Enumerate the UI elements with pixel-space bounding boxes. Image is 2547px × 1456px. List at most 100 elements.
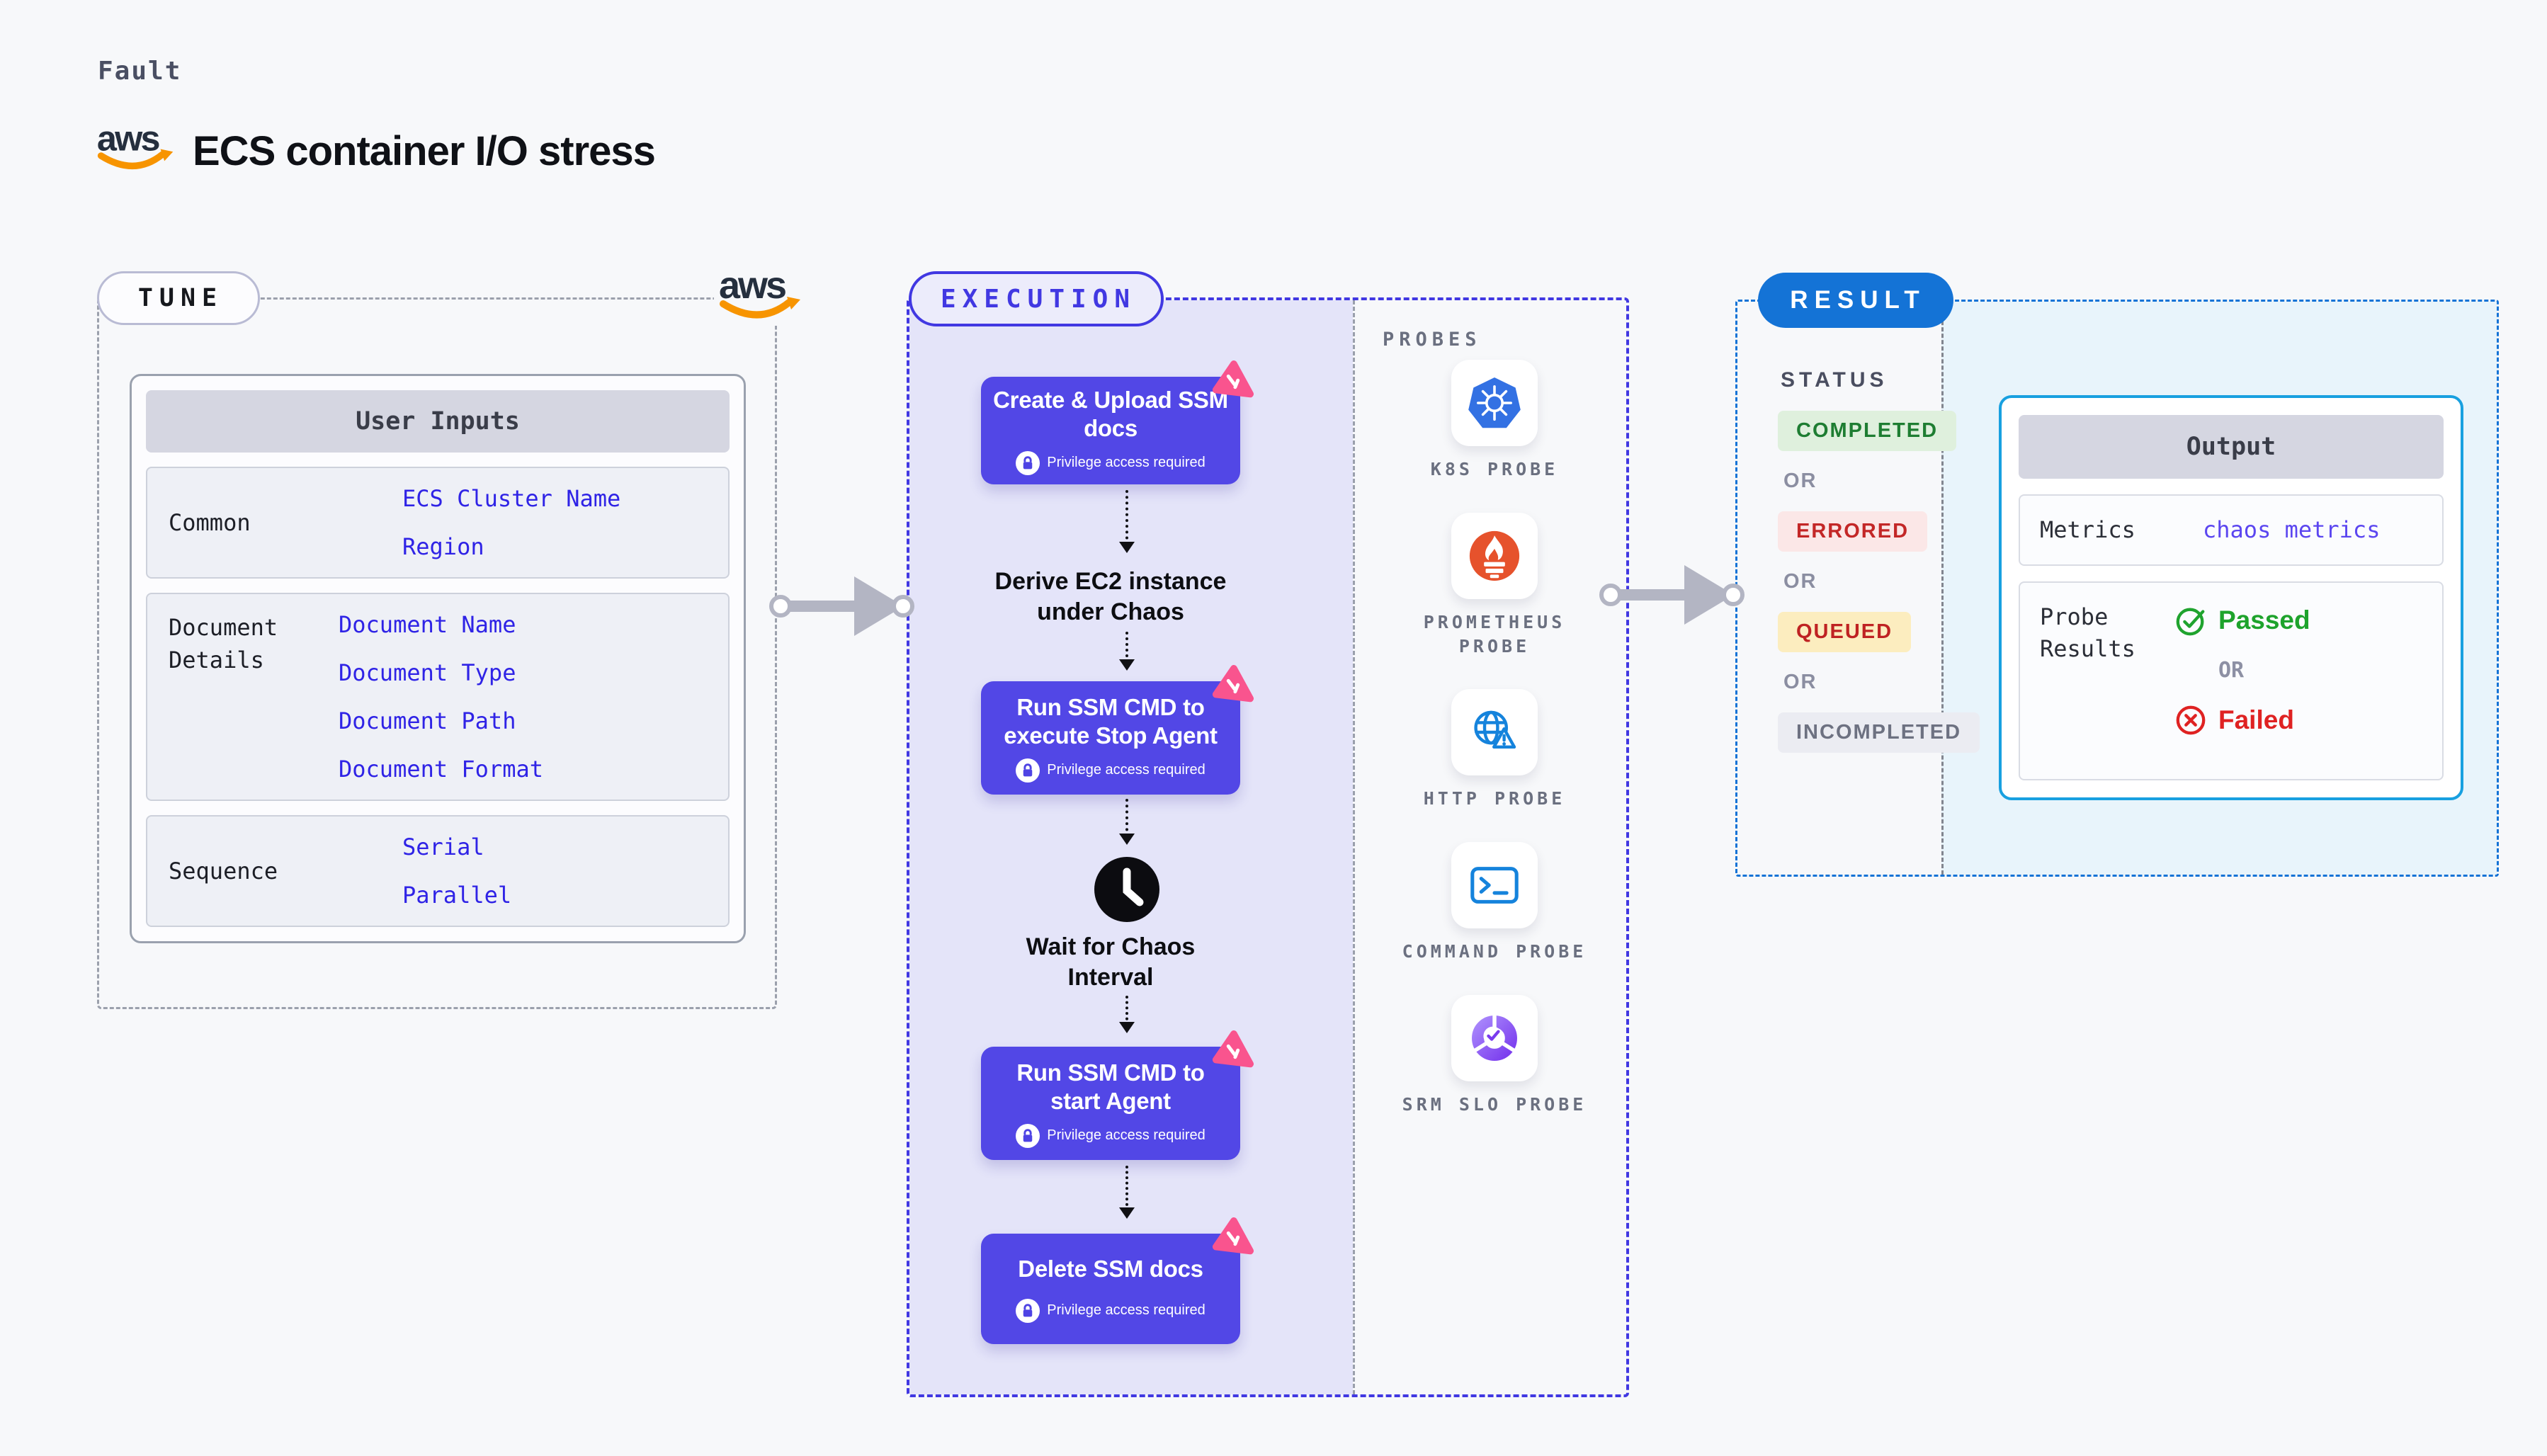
- execution-probes-divider: [1353, 300, 1355, 1394]
- status-label: STATUS: [1781, 368, 1888, 392]
- privilege-badge: Privilege access required: [1016, 1298, 1206, 1323]
- probe-http[interactable]: HTTP PROBE: [1424, 689, 1566, 811]
- or-label: OR: [1783, 470, 1817, 492]
- tune-pill-label: TUNE: [137, 284, 224, 312]
- status-badge-errored: ERRORED: [1778, 511, 1928, 552]
- flow-connector: [1119, 1166, 1135, 1219]
- link-ecs-cluster-name[interactable]: ECS Cluster Name: [402, 485, 621, 512]
- row-label: Document Details: [169, 614, 278, 674]
- flow-connector: [1119, 632, 1135, 671]
- passed-line: Passed: [2174, 604, 2310, 637]
- probe-srm-slo[interactable]: SRM SLO PROBE: [1402, 994, 1587, 1117]
- probe-prometheus[interactable]: PROMETHEUS PROBE: [1395, 512, 1594, 659]
- passed-label: Passed: [2218, 605, 2310, 635]
- step-title: Run SSM CMD to execute Stop Agent: [1004, 694, 1218, 749]
- row-label: Sequence: [169, 857, 278, 885]
- status-badge-queued: QUEUED: [1778, 612, 1912, 652]
- result-pill: RESULT: [1758, 273, 1953, 328]
- lock-icon: [1016, 758, 1040, 783]
- privilege-badge: Privilege access required: [1016, 1123, 1206, 1148]
- aws-corner-logo: aws: [714, 258, 807, 326]
- probe-name: K8S PROBE: [1430, 459, 1559, 479]
- tune-section-border: [97, 297, 777, 1009]
- step-run-ssm-stop-agent[interactable]: Run SSM CMD to execute Stop Agent Privil…: [981, 664, 1254, 795]
- privilege-badge: Privilege access required: [1016, 450, 1206, 475]
- result-divider: [1941, 302, 1944, 875]
- privilege-text: Privilege access required: [1047, 1127, 1206, 1144]
- link-region[interactable]: Region: [402, 533, 484, 560]
- probes-column: K8S PROBE PROMETHEUS PROBE: [1374, 360, 1615, 1117]
- clock-icon: [1093, 855, 1161, 923]
- metrics-value[interactable]: chaos metrics: [2203, 516, 2381, 544]
- flow-connector: [1119, 490, 1135, 553]
- fault-kicker: Fault: [98, 57, 182, 86]
- step-derive-ec2-text: Derive EC2 instance under Chaos: [994, 568, 1227, 625]
- link-document-format[interactable]: Document Format: [339, 756, 543, 783]
- metrics-row: Metrics chaos metrics: [2019, 494, 2444, 566]
- or-label: OR: [2218, 657, 2245, 683]
- row-label: Common: [169, 508, 251, 536]
- svg-text:aws: aws: [719, 264, 785, 307]
- step-title: Run SSM CMD to start Agent: [1016, 1059, 1205, 1114]
- failed-label: Failed: [2218, 705, 2294, 734]
- x-circle-icon: [2176, 705, 2206, 735]
- page-title: ECS container I/O stress: [193, 128, 656, 174]
- step-wait-chaos-text: Wait for Chaos Interval: [1026, 933, 1196, 991]
- terminal-icon: [1451, 842, 1538, 928]
- user-inputs-card: User Inputs Common ECS Cluster Name Regi…: [130, 374, 746, 943]
- probe-results-row: Probe Results Passed OR Failed: [2019, 581, 2444, 780]
- chaos-icon: [1212, 664, 1254, 703]
- step-title: Delete SSM docs: [1018, 1256, 1203, 1282]
- probe-command[interactable]: COMMAND PROBE: [1402, 842, 1587, 964]
- output-card: Output Metrics chaos metrics Probe Resul…: [1999, 395, 2463, 800]
- step-run-ssm-start-agent[interactable]: Run SSM CMD to start Agent Privilege acc…: [981, 1030, 1254, 1160]
- chaos-icon: [1212, 1217, 1254, 1255]
- lock-icon: [1016, 1123, 1040, 1148]
- probes-to-result-arrow: [1599, 552, 1745, 641]
- probe-k8s[interactable]: K8S PROBE: [1431, 360, 1558, 482]
- user-inputs-row-common: Common ECS Cluster Name Region: [146, 467, 730, 579]
- probes-label: PROBES: [1383, 329, 1482, 351]
- status-badge-completed: COMPLETED: [1778, 411, 1957, 451]
- lock-icon: [1016, 1298, 1040, 1323]
- aws-logo: aws: [96, 118, 176, 170]
- privilege-text: Privilege access required: [1047, 762, 1206, 778]
- svg-text:aws: aws: [97, 119, 159, 158]
- step-title: Create & Upload SSM docs: [993, 387, 1228, 441]
- check-circle-icon: [2176, 608, 2205, 636]
- or-label: OR: [1783, 570, 1817, 593]
- flow-connector: [1119, 996, 1135, 1033]
- output-header: Output: [2019, 415, 2444, 479]
- link-serial[interactable]: Serial: [402, 834, 484, 860]
- step-create-upload-ssm-docs[interactable]: Create & Upload SSM docs Privilege acces…: [981, 360, 1254, 484]
- step-delete-ssm-docs[interactable]: Delete SSM docs Privilege access require…: [981, 1217, 1254, 1344]
- probe-name: PROMETHEUS PROBE: [1423, 611, 1566, 656]
- prometheus-icon: [1451, 512, 1538, 599]
- probe-name: HTTP PROBE: [1423, 788, 1566, 809]
- link-document-path[interactable]: Document Path: [339, 707, 516, 734]
- user-inputs-row-sequence: Sequence Serial Parallel: [146, 815, 730, 927]
- execution-pill: EXECUTION: [909, 271, 1164, 326]
- globe-warning-icon: [1451, 689, 1538, 776]
- status-badge-incompleted: INCOMPLETED: [1778, 712, 1980, 753]
- user-inputs-header: User Inputs: [146, 390, 730, 453]
- privilege-badge: Privilege access required: [1016, 758, 1206, 783]
- probe-name: SRM SLO PROBE: [1402, 1093, 1587, 1115]
- user-inputs-row-document-details: Document Details Document Name Document …: [146, 593, 730, 801]
- tune-pill: TUNE: [97, 271, 260, 325]
- flow-connector: [1119, 799, 1135, 845]
- link-document-type[interactable]: Document Type: [339, 659, 516, 686]
- status-column: COMPLETED OR ERRORED OR QUEUED OR INCOMP…: [1778, 411, 1980, 753]
- link-parallel[interactable]: Parallel: [402, 882, 512, 909]
- lock-icon: [1016, 450, 1040, 475]
- chaos-icon: [1212, 360, 1254, 398]
- result-pill-label: RESULT: [1790, 286, 1926, 314]
- probe-results-label: Probe Results: [2040, 603, 2135, 662]
- tune-to-execution-arrow: [769, 564, 915, 652]
- link-document-name[interactable]: Document Name: [339, 611, 516, 638]
- slo-donut-check-icon: [1451, 994, 1538, 1081]
- privilege-text: Privilege access required: [1047, 1302, 1206, 1319]
- or-label: OR: [1783, 671, 1817, 693]
- probe-name: COMMAND PROBE: [1402, 941, 1587, 962]
